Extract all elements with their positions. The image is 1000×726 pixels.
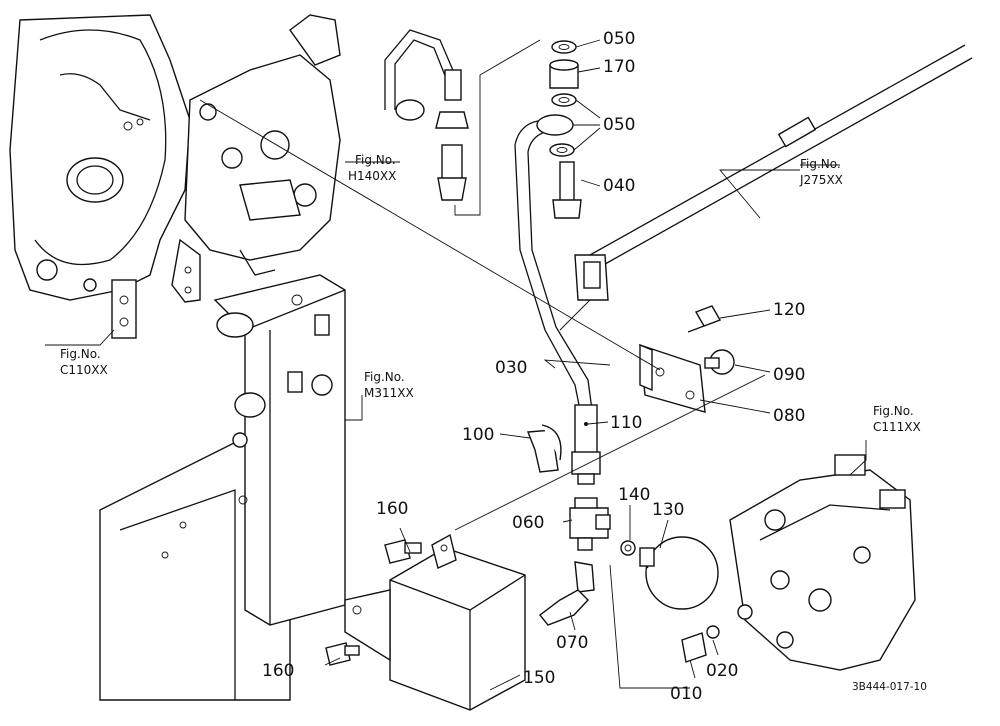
callout-160-lower: 160 [262, 661, 294, 681]
transmission-housing [9, 14, 201, 339]
pipe-clamp [527, 424, 562, 473]
callout-170: 170 [603, 57, 635, 77]
fig-ref-h140-line1: Fig.No. [355, 153, 396, 167]
callout-030: 030 [495, 358, 527, 378]
bolts-160 [325, 539, 422, 666]
fig-ref-m311-line1: Fig.No. [364, 370, 405, 384]
callout-140: 140 [618, 485, 650, 505]
fig-ref-c110-line1: Fig.No. [60, 347, 101, 361]
callout-050-top: 050 [603, 29, 635, 49]
long-pipe [574, 44, 973, 301]
callout-150: 150 [523, 668, 555, 688]
fig-ref-m311-line2: M311XX [364, 386, 414, 400]
callout-160-upper: 160 [376, 499, 408, 519]
callout-020: 020 [706, 661, 738, 681]
fig-ref-h140: Fig.No. H140XX [348, 153, 396, 183]
fig-ref-c111-line1: Fig.No. [873, 404, 914, 418]
mount-bracket [639, 305, 735, 413]
upper-pipe [384, 29, 469, 201]
fig-ref-c111-line2: C111XX [873, 420, 921, 434]
fig-ref-m311: Fig.No. M311XX [364, 370, 414, 400]
bracket-casting [184, 14, 341, 276]
lower-fittings [539, 497, 720, 663]
parts-stack [536, 40, 582, 219]
callout-100: 100 [462, 425, 494, 445]
control-valve [729, 454, 916, 671]
callout-090: 090 [773, 365, 805, 385]
cover-plate [344, 533, 526, 711]
callouts: 050 170 050 040 120 030 090 080 100 110 … [262, 29, 805, 704]
callout-070: 070 [556, 633, 588, 653]
callout-010: 010 [670, 684, 702, 704]
fig-ref-c110: Fig.No. C110XX [60, 347, 108, 377]
fig-ref-j275: Fig.No. J275XX [799, 157, 843, 187]
support-frame [99, 274, 346, 701]
callout-080: 080 [773, 406, 805, 426]
fig-ref-j275-line2: J275XX [799, 173, 843, 187]
fig-ref-c111: Fig.No. C111XX [873, 404, 921, 434]
callout-050-mid: 050 [603, 115, 635, 135]
callout-110: 110 [610, 413, 642, 433]
fig-ref-j275-line1: Fig.No. [800, 157, 841, 171]
callout-130: 130 [652, 500, 684, 520]
callout-040: 040 [603, 176, 635, 196]
callout-060: 060 [512, 513, 544, 533]
drawing-code: 3B444-017-10 [852, 681, 927, 693]
hydraulic-pipe [514, 119, 601, 485]
fig-ref-h140-line2: H140XX [348, 169, 396, 183]
callout-120: 120 [773, 300, 805, 320]
fig-ref-c110-line2: C110XX [60, 363, 108, 377]
leader-lines [45, 39, 867, 691]
